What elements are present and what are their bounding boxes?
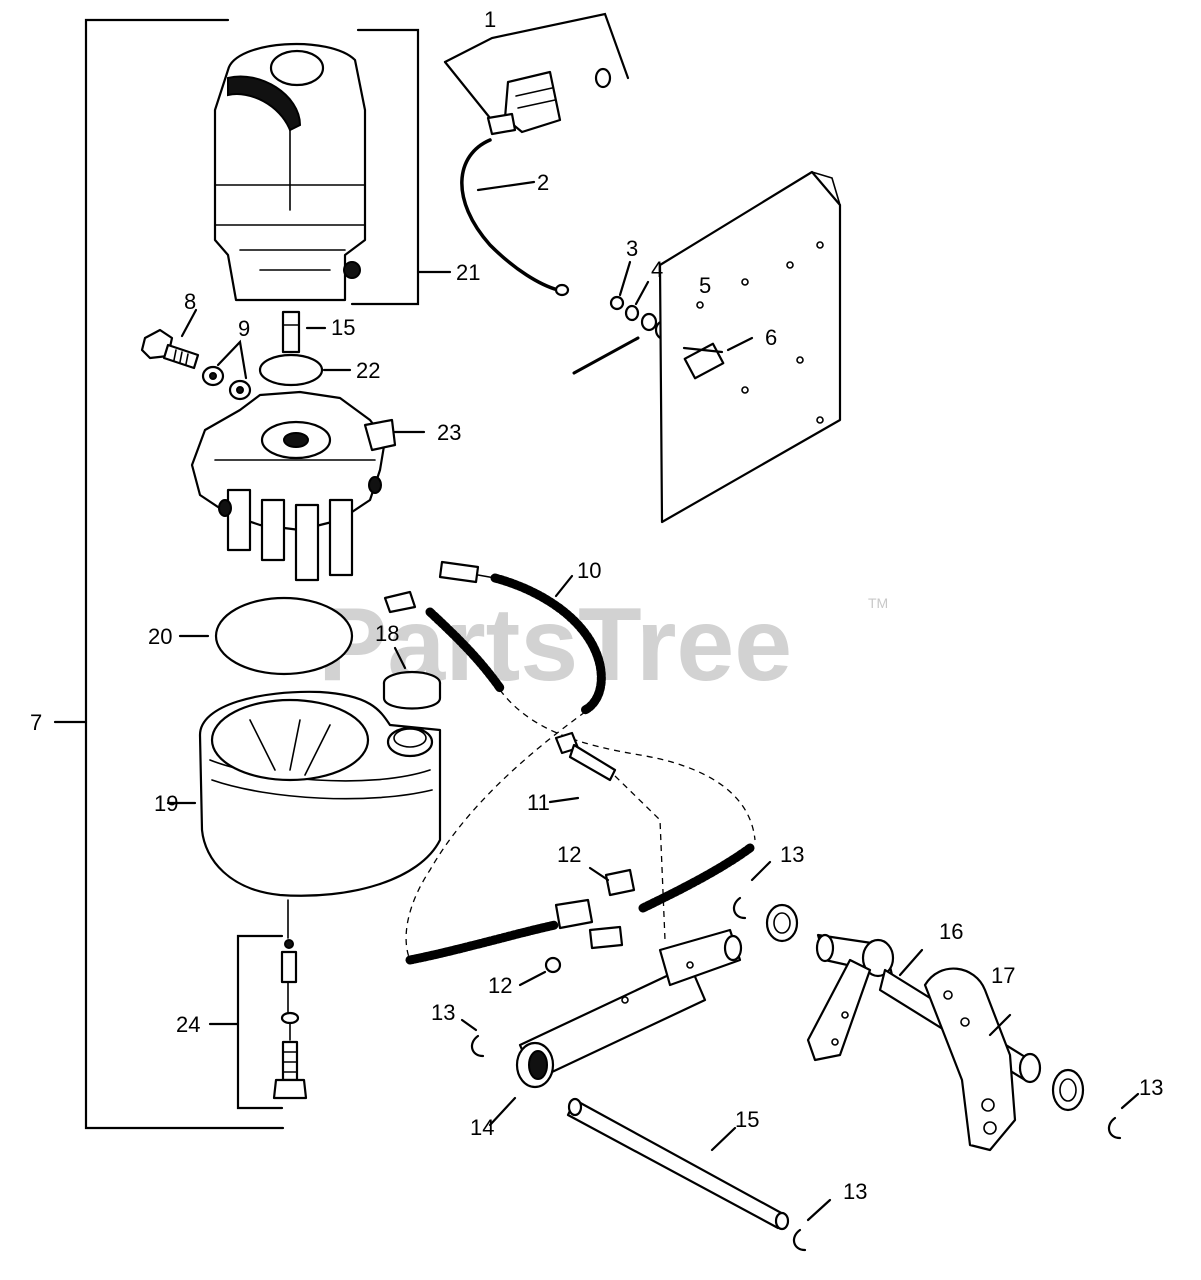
washers-9 (201, 339, 252, 401)
callout-17: 17 (991, 963, 1015, 988)
callout-13b: 13 (431, 1000, 455, 1025)
callout-10: 10 (577, 558, 601, 583)
callout-15b: 15 (735, 1107, 759, 1132)
callout-5: 5 (699, 273, 711, 298)
callout-20: 20 (148, 624, 172, 649)
bushings (765, 903, 1085, 1112)
assembly-bracket-7 (53, 18, 285, 1130)
wire-2 (460, 138, 570, 297)
drain-plug-24 (272, 899, 308, 1100)
watermark-trademark: TM (868, 595, 888, 611)
callout-14: 14 (470, 1115, 494, 1140)
bracket-17 (923, 967, 1042, 1152)
callout-21: 21 (456, 260, 480, 285)
callout-24: 24 (176, 1012, 200, 1037)
callout-12b: 12 (488, 973, 512, 998)
mount-plate-6 (658, 170, 842, 524)
callout-2: 2 (537, 170, 549, 195)
bolt-8 (140, 308, 200, 370)
callout-11: 11 (527, 790, 550, 815)
callout-4: 4 (651, 257, 663, 282)
motor-bracket-21 (350, 28, 452, 306)
pump-manifold-23 (190, 390, 426, 582)
callout-7: 7 (30, 710, 42, 735)
callout-9: 9 (238, 316, 250, 341)
callout-15a: 15 (331, 315, 355, 340)
callout-18: 18 (375, 621, 399, 646)
callout-1: 1 (484, 7, 496, 32)
cap-18 (382, 646, 442, 710)
callout-8: 8 (184, 289, 196, 314)
callout-22: 22 (356, 358, 380, 383)
callout-13d: 13 (843, 1179, 867, 1204)
oring-22 (258, 353, 352, 387)
motor-21 (213, 42, 367, 302)
callout-23: 23 (437, 420, 461, 445)
clips-13 (460, 860, 1140, 1252)
gasket-20 (178, 596, 354, 676)
callout-12a: 12 (557, 842, 581, 867)
callout-6: 6 (765, 325, 777, 350)
callout-13a: 13 (780, 842, 804, 867)
pin-15 (566, 1097, 790, 1231)
callout-19: 19 (154, 791, 178, 816)
shaft-14 (488, 928, 743, 1127)
drain-bracket-24 (208, 934, 284, 1110)
connector-1 (443, 12, 630, 136)
hose-fittings-12 (405, 843, 755, 987)
callout-16: 16 (939, 919, 963, 944)
reservoir-19 (166, 690, 442, 897)
coupler-15 (281, 310, 327, 354)
hose-10 (383, 560, 756, 961)
callout-13c: 13 (1139, 1075, 1163, 1100)
bolt-11 (548, 731, 666, 941)
callout-3: 3 (626, 236, 638, 261)
